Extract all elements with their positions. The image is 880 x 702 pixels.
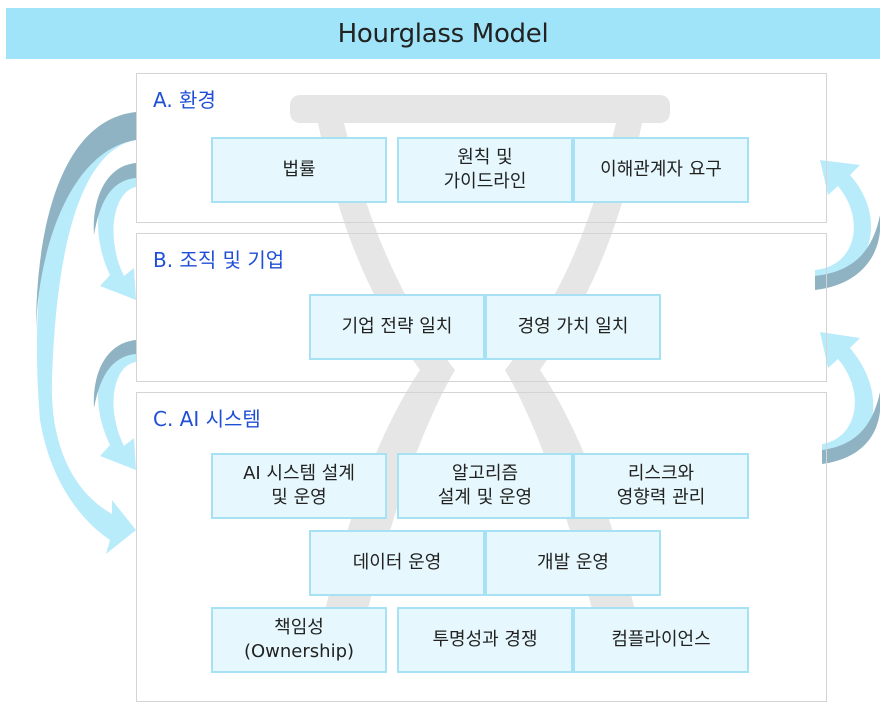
box-system-design-operation: AI 시스템 설계 및 운영 <box>211 453 387 519</box>
box-data-operations: 데이터 운영 <box>309 530 485 596</box>
right-arrows <box>815 160 880 464</box>
arrow-c-to-b <box>820 332 874 464</box>
arrow-b-to-c <box>97 340 136 470</box>
diagram-title: Hourglass Model <box>6 8 880 59</box>
arrow-b-to-a <box>815 160 872 290</box>
box-development-operations: 개발 운영 <box>485 530 661 596</box>
box-compliance: 컴플라이언스 <box>573 607 749 673</box>
left-arrows <box>36 112 136 554</box>
panel-organization: B. 조직 및 기업 <box>136 233 827 382</box>
panel-organization-label: B. 조직 및 기업 <box>153 248 285 272</box>
box-stakeholder-requirements: 이해관계자 요구 <box>573 137 749 203</box>
box-algorithm-design-operation: 알고리즘 설계 및 운영 <box>397 453 573 519</box>
box-strategy-alignment: 기업 전략 일치 <box>309 294 485 360</box>
box-accountability: 책임성 (Ownership) <box>211 607 387 673</box>
box-transparency: 투명성과 경쟁 <box>397 607 573 673</box>
panel-ai-system: C. AI 시스템 <box>136 392 827 702</box>
panel-environment: A. 환경 <box>136 73 827 223</box>
arrow-a-to-c <box>36 112 136 554</box>
panel-environment-label: A. 환경 <box>153 88 216 112</box>
box-value-alignment: 경영 가치 일치 <box>485 294 661 360</box>
panel-ai-system-label: C. AI 시스템 <box>153 407 261 431</box>
arrow-b-to-c-shade <box>93 340 136 408</box>
arrow-b-to-a-shade <box>815 215 880 290</box>
box-principles-guidelines: 원칙 및 가이드라인 <box>397 137 573 203</box>
box-law: 법률 <box>211 137 387 203</box>
arrow-a-to-c-shade <box>36 112 136 330</box>
hourglass-top-cap <box>290 95 670 123</box>
arrow-a-to-b-shade <box>93 163 136 235</box>
arrow-a-to-b <box>97 163 136 300</box>
box-risk-impact-management: 리스크와 영향력 관리 <box>573 453 749 519</box>
arrow-c-to-b-shade <box>822 392 880 464</box>
